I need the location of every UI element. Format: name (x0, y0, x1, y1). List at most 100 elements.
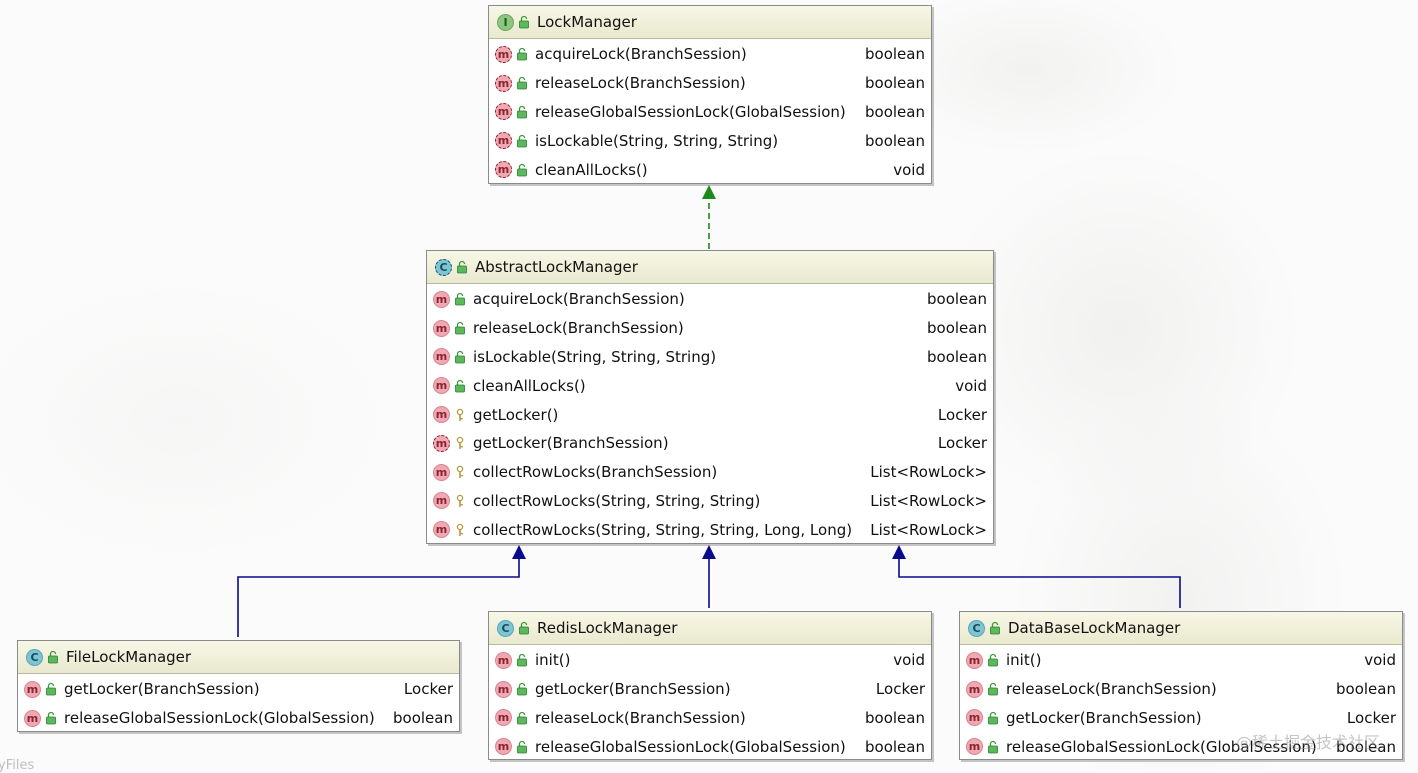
public-visibility-icon (45, 711, 57, 725)
member-row[interactable]: m isLockable(String, String, String) boo… (489, 126, 931, 155)
member-row[interactable]: m getLocker(BranchSession) Locker (489, 675, 931, 704)
member-row[interactable]: m collectRowLocks(String, String, String… (427, 515, 993, 544)
protected-visibility-icon (454, 408, 466, 422)
member-row[interactable]: m releaseGlobalSessionLock(GlobalSession… (489, 98, 931, 127)
member-row[interactable]: m releaseLock(BranchSession) boolean (427, 314, 993, 343)
member-return-type: void (955, 376, 987, 395)
method-icon: m (495, 680, 512, 698)
member-signature: collectRowLocks(String, String, String, … (473, 520, 853, 539)
member-row[interactable]: m acquireLock(BranchSession) boolean (489, 40, 931, 69)
method-icon: m (433, 406, 450, 424)
member-signature: cleanAllLocks() (473, 376, 586, 395)
member-return-type: Locker (1346, 708, 1396, 727)
member-return-type: List<RowLock> (870, 520, 987, 539)
inheritance-connector-file (237, 558, 520, 637)
abstract-method-icon: m (495, 45, 512, 63)
member-row[interactable]: m acquireLock(BranchSession) boolean (427, 285, 993, 314)
member-row[interactable]: m releaseLock(BranchSession) boolean (489, 69, 931, 98)
member-return-type: boolean (865, 708, 925, 727)
abstract-method-icon: m (495, 103, 512, 121)
public-visibility-icon (516, 76, 528, 90)
realization-arrowhead (702, 185, 716, 199)
member-return-type: boolean (927, 347, 987, 366)
member-row[interactable]: m getLocker() Locker (427, 400, 993, 429)
public-visibility-icon (454, 379, 466, 393)
member-signature: isLockable(String, String, String) (473, 347, 717, 366)
member-row[interactable]: m cleanAllLocks() void (489, 155, 931, 184)
member-row[interactable]: m getLocker(BranchSession) Locker (960, 704, 1402, 733)
member-row[interactable]: m releaseGlobalSessionLock(GlobalSession… (489, 732, 931, 761)
member-signature: init() (535, 651, 571, 670)
class-icon: C (968, 619, 985, 637)
inheritance-arrowhead-file (512, 545, 526, 559)
public-visibility-icon (987, 653, 999, 667)
abstract-class-icon: C (435, 258, 452, 276)
class-name: LockManager (537, 13, 637, 31)
method-icon: m (966, 738, 983, 756)
class-header[interactable]: C RedisLockManager (489, 612, 931, 645)
member-row[interactable]: m releaseLock(BranchSession) boolean (960, 675, 1402, 704)
member-return-type: boolean (927, 319, 987, 338)
member-signature: collectRowLocks(BranchSession) (473, 463, 718, 482)
member-signature: collectRowLocks(String, String, String) (473, 491, 761, 510)
class-box-redislockmanager[interactable]: C RedisLockManager m init() void m getLo… (488, 611, 932, 760)
public-visibility-icon (454, 321, 466, 335)
member-signature: getLocker(BranchSession) (1006, 708, 1202, 727)
member-signature: releaseLock(BranchSession) (1006, 680, 1217, 699)
member-row[interactable]: m isLockable(String, String, String) boo… (427, 343, 993, 372)
class-box-databaselockmanager[interactable]: C DataBaseLockManager m init() void m re… (959, 611, 1403, 760)
member-return-type: boolean (865, 131, 925, 150)
member-signature: init() (1006, 651, 1042, 670)
member-row[interactable]: m init() void (960, 646, 1402, 675)
member-signature: isLockable(String, String, String) (535, 131, 779, 150)
member-row[interactable]: m releaseGlobalSessionLock(GlobalSession… (18, 704, 459, 733)
member-row[interactable]: m getLocker(BranchSession) Locker (427, 429, 993, 458)
member-signature: releaseLock(BranchSession) (535, 74, 746, 93)
public-visibility-icon (516, 47, 528, 61)
member-return-type: void (1364, 651, 1396, 670)
member-signature: cleanAllLocks() (535, 160, 648, 179)
member-signature: releaseLock(BranchSession) (535, 708, 746, 727)
member-return-type: Locker (937, 405, 987, 424)
member-return-type: List<RowLock> (870, 491, 987, 510)
method-icon: m (966, 709, 983, 727)
public-visibility-icon (987, 711, 999, 725)
class-header[interactable]: C AbstractLockManager (427, 251, 993, 284)
public-visibility-icon (987, 740, 999, 754)
public-visibility-icon (989, 621, 1001, 635)
member-row[interactable]: m cleanAllLocks() void (427, 371, 993, 400)
member-return-type: Locker (875, 680, 925, 699)
public-visibility-icon (516, 134, 528, 148)
public-visibility-icon (454, 292, 466, 306)
method-icon: m (433, 319, 450, 337)
member-row[interactable]: m collectRowLocks(BranchSession) List<Ro… (427, 458, 993, 487)
member-row[interactable]: m getLocker(BranchSession) Locker (18, 675, 459, 704)
member-row[interactable]: m init() void (489, 646, 931, 675)
class-name: DataBaseLockManager (1008, 619, 1181, 637)
class-header[interactable]: I LockManager (489, 6, 931, 39)
member-return-type: boolean (865, 45, 925, 64)
protected-visibility-icon (454, 494, 466, 508)
class-name: RedisLockManager (537, 619, 678, 637)
method-icon: m (433, 348, 450, 366)
class-box-lockmanager[interactable]: I LockManager m acquireLock(BranchSessio… (488, 5, 932, 184)
method-icon: m (433, 463, 450, 481)
member-row[interactable]: m releaseGlobalSessionLock(GlobalSession… (960, 732, 1402, 761)
class-name: FileLockManager (66, 648, 192, 666)
public-visibility-icon (516, 163, 528, 177)
member-row[interactable]: m releaseLock(BranchSession) boolean (489, 704, 931, 733)
member-row[interactable]: m collectRowLocks(String, String, String… (427, 487, 993, 516)
class-box-filelockmanager[interactable]: C FileLockManager m getLocker(BranchSess… (17, 640, 460, 732)
method-icon: m (433, 377, 450, 395)
public-visibility-icon (454, 350, 466, 364)
method-icon: m (433, 521, 450, 539)
member-signature: releaseGlobalSessionLock(GlobalSession) (1006, 737, 1317, 756)
member-signature: releaseLock(BranchSession) (473, 319, 684, 338)
method-icon: m (495, 651, 512, 669)
class-header[interactable]: C DataBaseLockManager (960, 612, 1402, 645)
member-signature: acquireLock(BranchSession) (535, 45, 747, 64)
class-header[interactable]: C FileLockManager (18, 641, 459, 674)
class-box-abstractlockmanager[interactable]: C AbstractLockManager m acquireLock(Bran… (426, 250, 994, 544)
member-return-type: boolean (393, 709, 453, 728)
